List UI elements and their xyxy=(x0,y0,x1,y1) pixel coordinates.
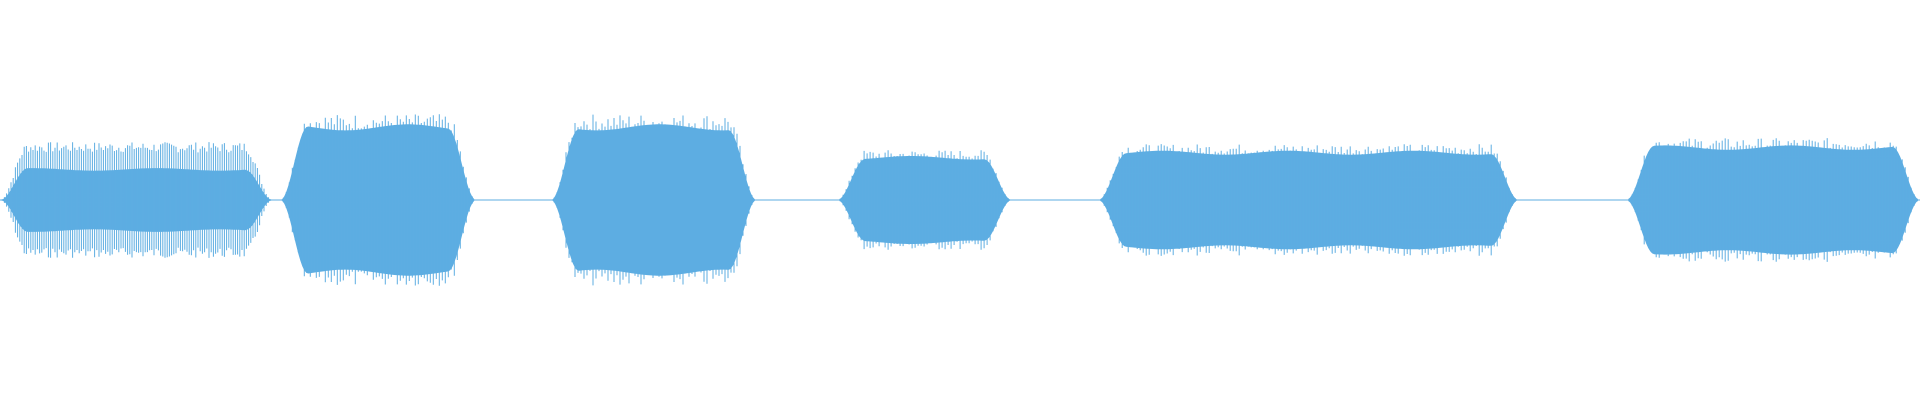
waveform-segment-4-peaks xyxy=(553,114,756,286)
waveform-segments xyxy=(0,114,1919,286)
waveform-segment-10 xyxy=(1626,145,1919,255)
waveform-segment-0-peaks xyxy=(1,142,272,258)
waveform-segment-6-peaks xyxy=(839,150,1012,250)
waveform-segment-8-peaks xyxy=(1100,144,1516,256)
waveform-segment-10-peaks xyxy=(1628,138,1918,262)
waveform-segment-2-peaks xyxy=(282,114,476,286)
